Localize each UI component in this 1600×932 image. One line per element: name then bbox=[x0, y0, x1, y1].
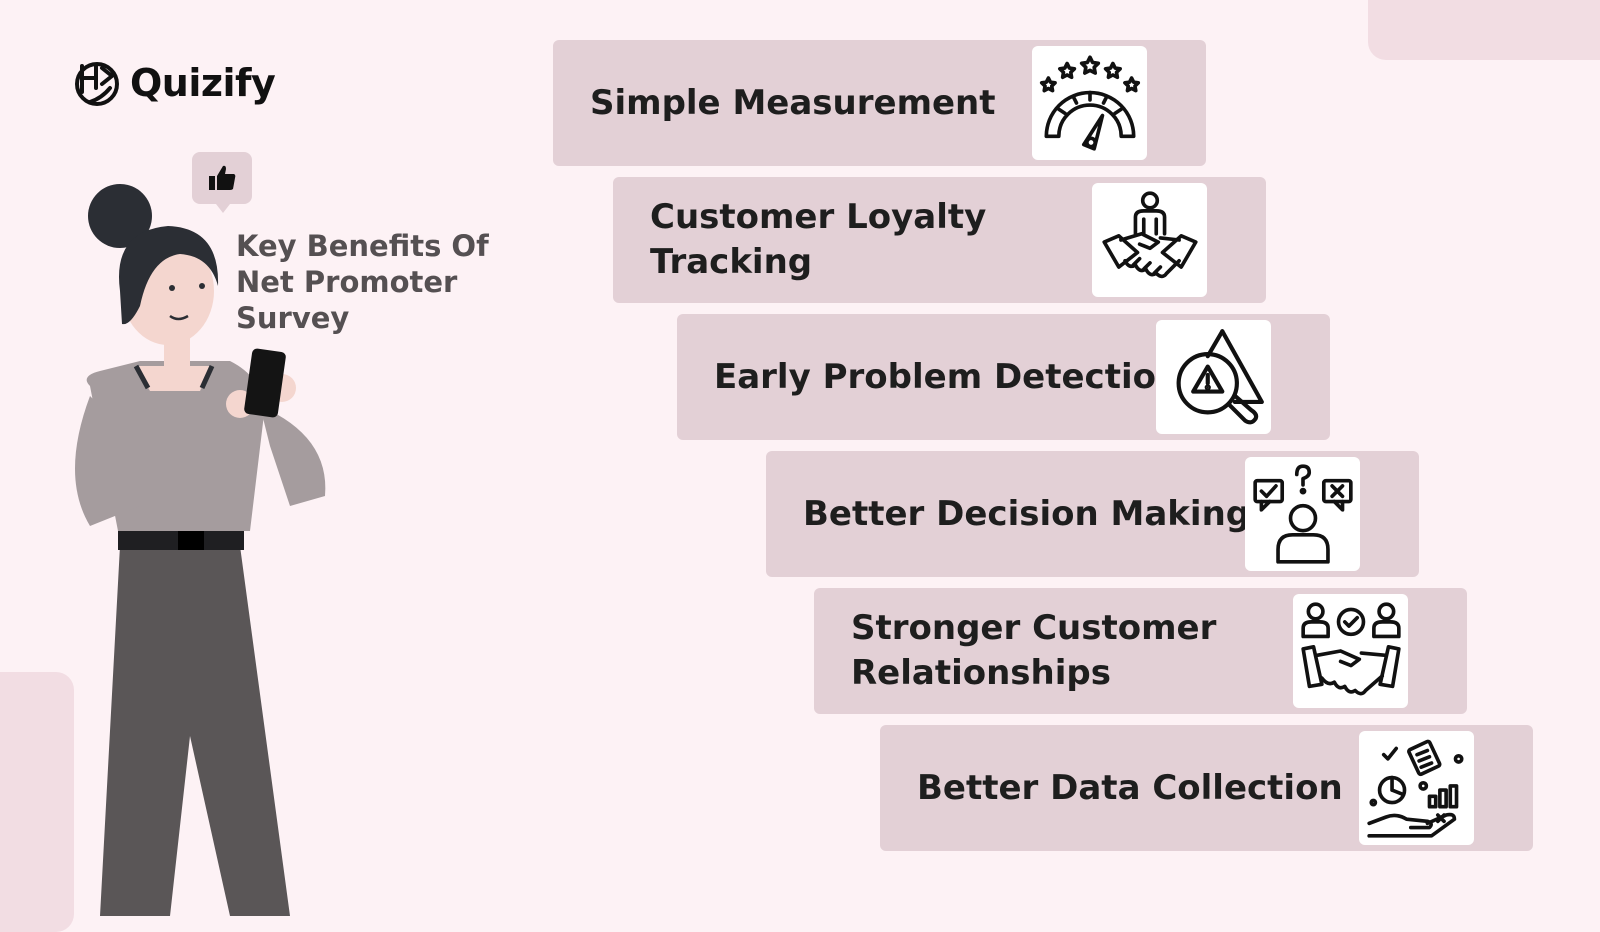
benefit-card-customer-loyalty-tracking: Customer Loyalty Tracking bbox=[613, 177, 1266, 303]
decision-person-icon bbox=[1252, 464, 1353, 564]
benefit-label: Early Problem Detection bbox=[714, 356, 1181, 397]
benefit-label: Simple Measurement bbox=[590, 82, 996, 123]
benefit-card-simple-measurement: Simple Measurement bbox=[553, 40, 1206, 166]
benefit-icon-tile bbox=[1359, 731, 1474, 845]
benefit-card-better-data-collection: Better Data Collection bbox=[880, 725, 1533, 851]
benefit-label: Better Data Collection bbox=[917, 767, 1343, 808]
handshake-person-icon bbox=[1101, 191, 1198, 279]
data-hand-icon bbox=[1366, 739, 1464, 838]
thumbs-up-icon bbox=[209, 165, 236, 190]
quizify-logo-icon bbox=[75, 62, 119, 106]
benefit-label: Stronger Customer Relationships bbox=[851, 608, 1217, 693]
benefit-label: Better Decision Making bbox=[803, 493, 1251, 534]
decorative-shape-bottom-left bbox=[0, 672, 74, 932]
benefit-icon-tile bbox=[1245, 457, 1360, 571]
benefit-icon-tile bbox=[1032, 46, 1147, 160]
brand-name: Quizify bbox=[130, 61, 276, 105]
benefit-card-early-problem-detection: Early Problem Detection bbox=[677, 314, 1330, 440]
brand-logo[interactable]: Quizify bbox=[72, 58, 276, 108]
page-subtitle: Key Benefits Of Net Promoter Survey bbox=[236, 229, 489, 335]
benefit-icon-tile bbox=[1092, 183, 1207, 297]
handshake-partners-icon bbox=[1300, 602, 1401, 696]
gauge-stars-icon bbox=[1039, 55, 1140, 151]
decorative-shape-top-right bbox=[1368, 0, 1600, 60]
benefit-icon-tile bbox=[1293, 594, 1408, 708]
benefit-card-better-decision-making: Better Decision Making bbox=[766, 451, 1419, 577]
benefit-icon-tile bbox=[1156, 320, 1271, 434]
woman-with-phone-illustration bbox=[75, 184, 326, 916]
benefit-label: Customer Loyalty Tracking bbox=[650, 197, 987, 282]
warning-magnifier-icon bbox=[1176, 329, 1264, 425]
benefit-card-stronger-customer-relationships: Stronger Customer Relationships bbox=[814, 588, 1467, 714]
thumbs-up-bubble bbox=[192, 152, 252, 213]
